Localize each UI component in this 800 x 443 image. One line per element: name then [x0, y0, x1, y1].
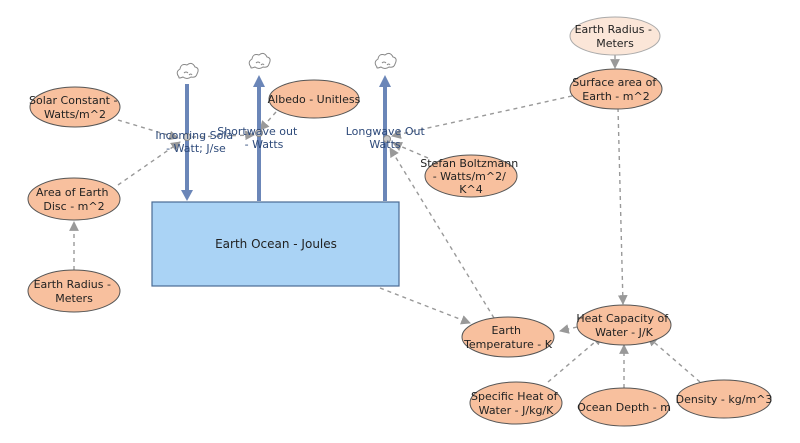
heat-capacity-line2: Water - J/K — [595, 326, 653, 339]
variable-solar-constant[interactable]: Solar Constant - Watts/m^2 — [29, 86, 121, 128]
heat-capacity-line1: Heat Capacity of — [576, 312, 669, 325]
stock-earth-ocean[interactable] — [151, 201, 400, 287]
variable-earth-radius-left[interactable]: Earth Radius - Meters — [27, 269, 121, 313]
area-disc-line1: Area of Earth — [36, 186, 108, 199]
svg-text:Earth Radius - Meters: Earth Radius - Meters — [575, 23, 656, 50]
temperature-line1: Earth — [492, 324, 522, 337]
specific-heat-line2: Water - J/kg/K — [479, 404, 554, 417]
incoming-flow-arrowhead — [181, 190, 193, 201]
svg-text:Earth Temperature - K: Earth Temperature - K — [463, 324, 553, 351]
links — [69, 55, 701, 388]
specific-heat-line1: Specific Heat of — [471, 390, 559, 403]
variable-earth-radius-top[interactable]: Earth Radius - Meters — [569, 16, 661, 56]
svg-text:Density - kg/m^3: Density - kg/m^3 — [676, 393, 773, 406]
svg-text:Surface area of Earth -: Surface area of Earth - m^2 — [572, 76, 660, 103]
svg-text:Heat Capacity of Water -: Heat Capacity of Water - J/K — [576, 312, 671, 339]
variable-ocean-depth[interactable]: Ocean Depth - m — [577, 387, 671, 427]
shortwave-flow-valve[interactable] — [255, 129, 263, 137]
variable-area-of-earth-disc[interactable]: Area of Earth Disc - m^2 — [27, 177, 121, 221]
svg-text:Ocean Depth - m: Ocean Depth - m — [577, 401, 671, 414]
variable-albedo[interactable]: Albedo - Unitless — [268, 79, 361, 119]
incoming-flow-valve[interactable] — [183, 133, 191, 141]
longwave-flow-valve[interactable] — [383, 135, 391, 143]
cloud-icon — [374, 52, 397, 69]
incoming-flow-label: Incoming Sola - Watt; J/se — [155, 129, 236, 155]
variable-specific-heat[interactable]: Specific Heat of Water - J/kg/K — [469, 381, 563, 425]
radius-left-line1: Earth Radius - — [34, 278, 111, 291]
link-ocean-to-temperature — [379, 287, 471, 325]
shortwave-flow-label-line2: - Watts — [245, 138, 284, 151]
ocean-depth-line1: Ocean Depth - m — [577, 401, 671, 414]
link-heatcap-to-temperature — [559, 324, 578, 334]
link-density-to-heatcap — [647, 336, 701, 383]
cloud-icon — [176, 62, 199, 79]
variable-surface-area[interactable]: Surface area of Earth - m^2 — [569, 68, 663, 110]
variable-earth-temperature[interactable]: Earth Temperature - K — [461, 316, 555, 358]
shortwave-flow-arrowhead — [253, 75, 265, 87]
density-line1: Density - kg/m^3 — [676, 393, 773, 406]
incoming-flow-label-line1: Incoming Sola — [155, 129, 233, 142]
temperature-line2: Temperature - K — [463, 338, 553, 351]
link-surface-to-longwave — [391, 95, 573, 139]
surface-area-line1: Surface area of — [572, 76, 657, 89]
svg-text:Specific Heat of Water -: Specific Heat of Water - J/kg/K — [471, 390, 561, 417]
incoming-flow-label-line2: - Watt; J/se — [166, 142, 226, 155]
variable-heat-capacity[interactable]: Heat Capacity of Water - J/K — [576, 304, 672, 346]
surface-area-line2: Earth - m^2 — [582, 90, 649, 103]
radius-left-line2: Meters — [55, 292, 93, 305]
svg-text:Area of Earth Disc - m^2: Area of Earth Disc - m^2 — [36, 186, 112, 213]
variable-density[interactable]: Density - kg/m^3 — [676, 379, 773, 419]
shortwave-flow-label-line1: Shortwave out — [217, 125, 298, 138]
link-incoming-to-shortwave — [191, 130, 255, 141]
albedo-line1: Albedo - Unitless — [268, 93, 361, 106]
radius-top-line2: Meters — [596, 37, 634, 50]
longwave-flow-label-line1: Longwave Out — [346, 125, 426, 138]
longwave-flow-arrowhead — [379, 75, 391, 87]
link-surface-to-heatcap — [617, 107, 628, 305]
svg-text:Stefan Boltzmann - Watts: Stefan Boltzmann - Watts/m^2/ K^4 — [420, 157, 521, 196]
shortwave-flow-label: Shortwave out - Watts — [217, 125, 301, 151]
cloud-icon — [248, 52, 271, 69]
longwave-flow-label: Longwave Out Watts — [346, 125, 429, 151]
stock-earth-ocean-label: Earth Ocean - Joules — [215, 237, 337, 251]
variable-stefan-boltzmann[interactable]: Stefan Boltzmann - Watts/m^2/ K^4 — [420, 154, 521, 198]
link-stefan-to-longwave — [392, 141, 429, 159]
link-specific-to-heatcap — [547, 335, 603, 383]
stefan-line1: Stefan Boltzmann — [420, 157, 518, 170]
flow-pipes — [181, 75, 391, 201]
longwave-flow-label-line2: Watts — [369, 138, 401, 151]
stefan-line2: - Watts/m^2/ — [433, 170, 506, 183]
svg-text:Albedo - Unitless: Albedo - Unitless — [268, 93, 361, 106]
svg-text:Solar Constant - Watts/m: Solar Constant - Watts/m^2 — [29, 94, 121, 121]
area-disc-line2: Disc - m^2 — [43, 200, 104, 213]
svg-text:Earth Radius - Meters: Earth Radius - Meters — [34, 278, 115, 305]
solar-constant-line1: Solar Constant - — [29, 94, 117, 107]
solar-constant-line2: Watts/m^2 — [44, 108, 106, 121]
link-temperature-to-longwave — [389, 147, 495, 319]
radius-top-line1: Earth Radius - — [575, 23, 652, 36]
link-solar-to-incoming — [117, 119, 179, 141]
stefan-line3: K^4 — [459, 183, 482, 196]
